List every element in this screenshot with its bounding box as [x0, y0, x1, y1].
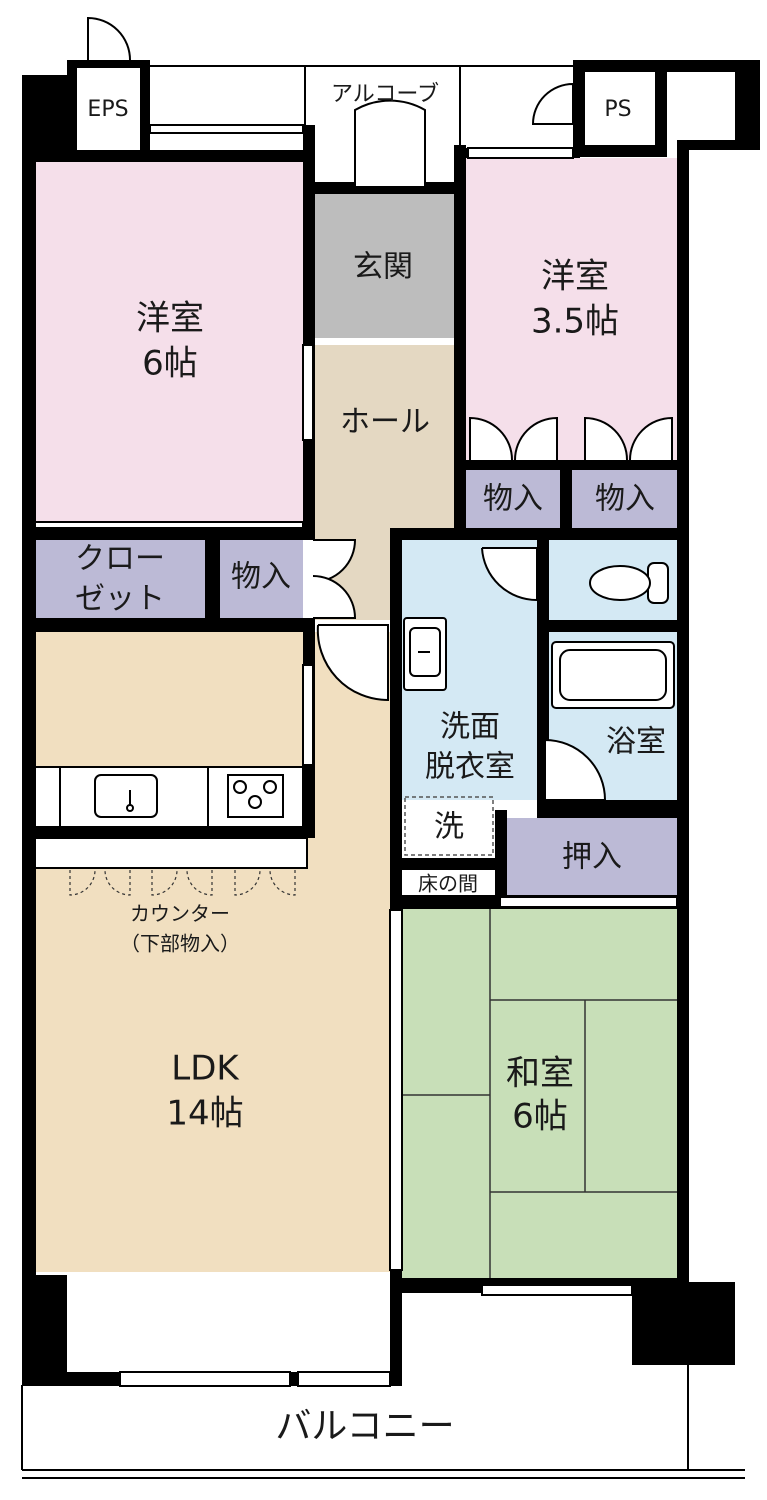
washroom-label-line1: 洗面 — [440, 710, 500, 745]
bathroom-label: 浴室 — [606, 725, 666, 760]
bathtub-icon — [551, 641, 675, 709]
closet-label-line2: ゼット — [75, 582, 165, 617]
doors — [87, 16, 673, 801]
room-western-35-fill — [465, 158, 677, 463]
washbasin-icon — [403, 617, 447, 691]
washer-label: 洗 — [434, 810, 464, 845]
room-western-6-fill — [35, 160, 303, 525]
western-35-size: 3.5帖 — [531, 302, 619, 342]
alcove-label: アルコーブ — [331, 82, 439, 107]
ldk-fill-main — [35, 832, 390, 1272]
tatami-lines — [402, 908, 677, 1278]
counter-cabinet-doors — [69, 869, 296, 896]
hall-label: ホール — [340, 405, 430, 440]
kitchen-sink-icon — [94, 774, 158, 818]
storage-fill-c — [220, 540, 303, 620]
genkan-label: 玄関 — [353, 250, 413, 285]
oshiire-label: 押入 — [562, 840, 622, 875]
gas-stove-icon — [227, 774, 284, 818]
storage-label-1: 物入 — [483, 482, 543, 517]
toilet-icon — [589, 562, 669, 604]
western-6-name: 洋室 — [136, 299, 204, 339]
storage-label-3: 物入 — [231, 560, 291, 595]
hall-fill — [313, 345, 454, 535]
ldk-size: 14帖 — [166, 1094, 243, 1134]
oshiire-fill — [507, 818, 677, 902]
washer-outline — [404, 796, 494, 856]
storage-fill-a — [465, 470, 560, 530]
closet-fill — [35, 540, 205, 620]
entrance-fill — [313, 193, 454, 338]
ps-label: PS — [604, 97, 631, 122]
western-35-name: 洋室 — [541, 257, 609, 297]
balcony-label: バルコニー — [275, 1406, 454, 1447]
storage-fill-b — [572, 470, 677, 530]
counter-label-line2: （下部物入） — [120, 932, 240, 956]
japanese-room-name: 和室 — [506, 1054, 574, 1094]
japanese-room-size: 6帖 — [512, 1097, 568, 1137]
kitchen-counter — [34, 766, 308, 869]
walls — [22, 60, 760, 1386]
japanese-room-fill — [402, 908, 677, 1278]
tokonoma-label: 床の間 — [418, 872, 478, 896]
closet-label-line1: クロー — [75, 542, 165, 577]
eps-label: EPS — [87, 97, 128, 122]
washroom-label-line2: 脱衣室 — [425, 750, 515, 785]
storage-label-2: 物入 — [595, 482, 655, 517]
ldk-name: LDK — [171, 1049, 240, 1089]
western-6-size: 6帖 — [142, 344, 198, 384]
windows — [34, 124, 678, 1387]
counter-label-line1: カウンター — [130, 902, 230, 926]
